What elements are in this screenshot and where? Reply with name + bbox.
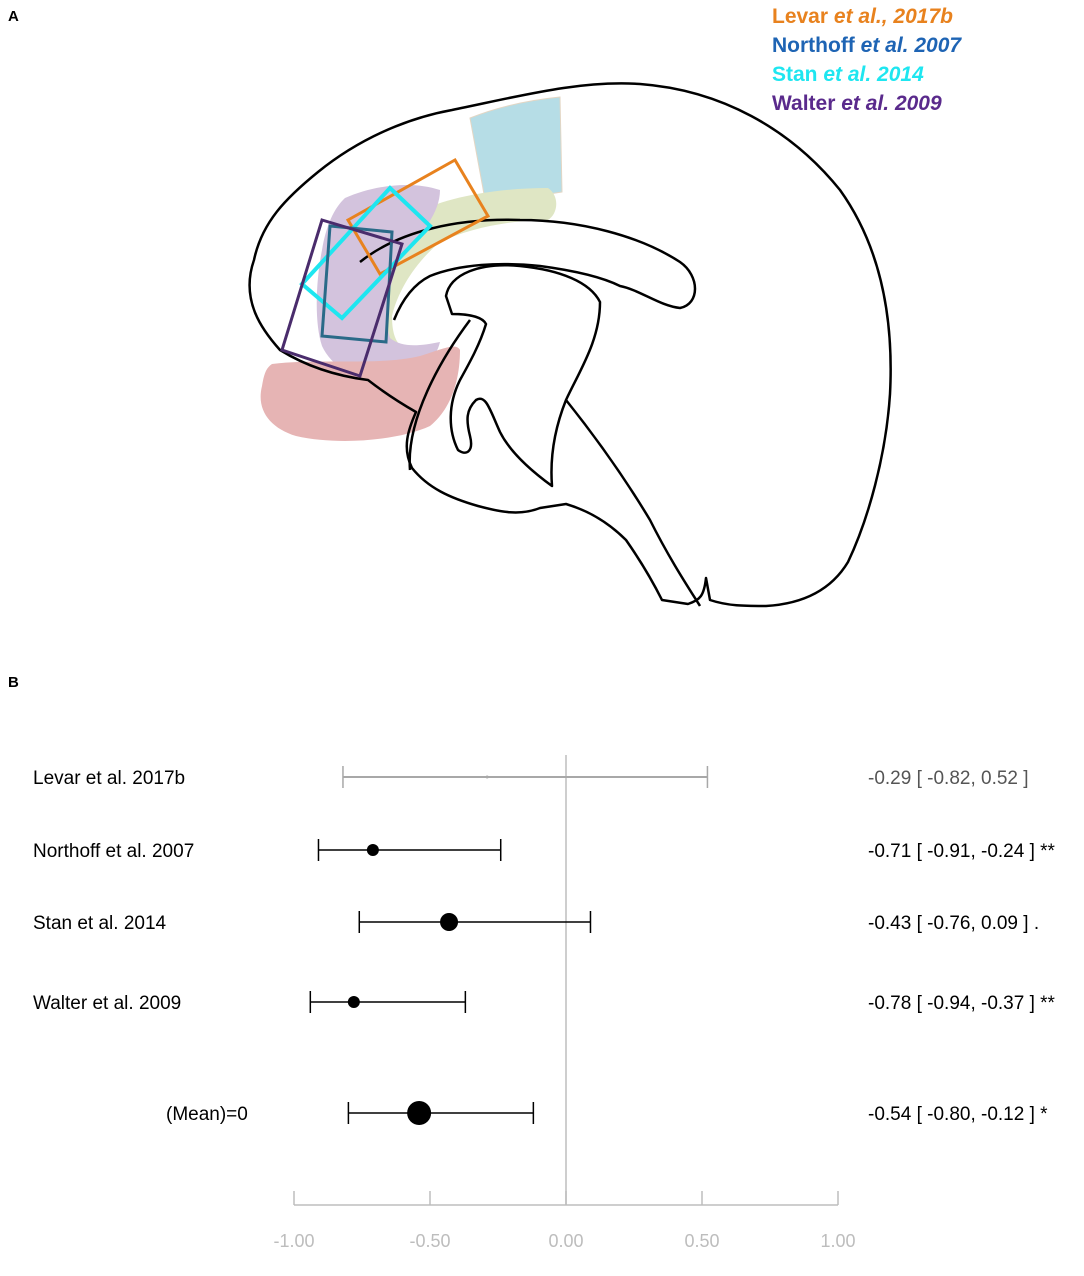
x-tick-label: 0.50 bbox=[684, 1231, 719, 1251]
legend-ref: et al. 2007 bbox=[860, 34, 962, 57]
estimate-point bbox=[440, 913, 459, 931]
panel-b: B -1.00 -0.50 0.00 0.50 1.00 Levar et al. 201… bbox=[0, 660, 1084, 1276]
legend-item-levar: Levar et al., 2017b bbox=[772, 2, 961, 31]
brainstem-outline bbox=[408, 319, 702, 607]
x-tick-label: 1.00 bbox=[820, 1231, 855, 1251]
legend-name: Stan bbox=[772, 63, 818, 86]
panel-a-letter: A bbox=[8, 8, 19, 25]
legend-ref: et al., 2017b bbox=[833, 5, 953, 28]
region-red bbox=[260, 346, 460, 441]
estimate-point bbox=[485, 775, 489, 779]
ci-text: -0.43 [ -0.76, 0.09 ] . bbox=[868, 913, 1039, 934]
x-tick-label: -1.00 bbox=[273, 1231, 314, 1251]
panel-a: A Levar et al., 2017b Northoff et al. 20… bbox=[8, 2, 961, 608]
ci-text: -0.29 [ -0.82, 0.52 ] bbox=[868, 768, 1029, 789]
legend-ref: et al. 2014 bbox=[823, 63, 924, 86]
ci-text: -0.71 [ -0.91, -0.24 ] ** bbox=[868, 841, 1056, 862]
estimate-point bbox=[407, 1101, 432, 1125]
panel-b-letter: B bbox=[8, 674, 19, 691]
brain-outer-outline bbox=[248, 82, 892, 608]
legend-ref: et al. 2009 bbox=[841, 92, 942, 115]
ci-text: -0.78 [ -0.94, -0.37 ] ** bbox=[868, 993, 1056, 1014]
legend: Levar et al., 2017b Northoff et al. 2007… bbox=[772, 2, 961, 118]
x-tick-label: 0.00 bbox=[548, 1231, 583, 1251]
study-label: Northoff et al. 2007 bbox=[33, 841, 194, 862]
estimate-point bbox=[366, 844, 379, 856]
study-label: (Mean)=0 bbox=[166, 1104, 248, 1125]
legend-item-northoff: Northoff et al. 2007 bbox=[772, 31, 961, 60]
legend-item-walter: Walter et al. 2009 bbox=[772, 89, 961, 118]
legend-name: Levar bbox=[772, 5, 829, 28]
region-blue bbox=[469, 96, 563, 196]
ci-text: -0.54 [ -0.80, -0.12 ] * bbox=[868, 1104, 1048, 1125]
roi-stan bbox=[299, 185, 433, 321]
legend-name: Northoff bbox=[772, 34, 855, 57]
thalamus-outline bbox=[444, 264, 602, 488]
study-label: Levar et al. 2017b bbox=[33, 768, 185, 789]
study-label: Stan et al. 2014 bbox=[33, 913, 167, 934]
estimate-point bbox=[347, 996, 360, 1008]
corpus-callosum-outline bbox=[359, 218, 697, 321]
brain-sagittal-diagram bbox=[248, 82, 892, 608]
legend-name: Walter bbox=[772, 92, 836, 115]
x-tick-label: -0.50 bbox=[409, 1231, 450, 1251]
forest-plot: -1.00 -0.50 0.00 0.50 1.00 Levar et al. 2017b… bbox=[33, 755, 1056, 1251]
roi-walter bbox=[280, 218, 404, 378]
roi-northoff bbox=[320, 224, 394, 344]
study-label: Walter et al. 2009 bbox=[33, 993, 181, 1014]
roi-levar bbox=[345, 157, 491, 277]
legend-item-stan: Stan et al. 2014 bbox=[772, 60, 961, 89]
